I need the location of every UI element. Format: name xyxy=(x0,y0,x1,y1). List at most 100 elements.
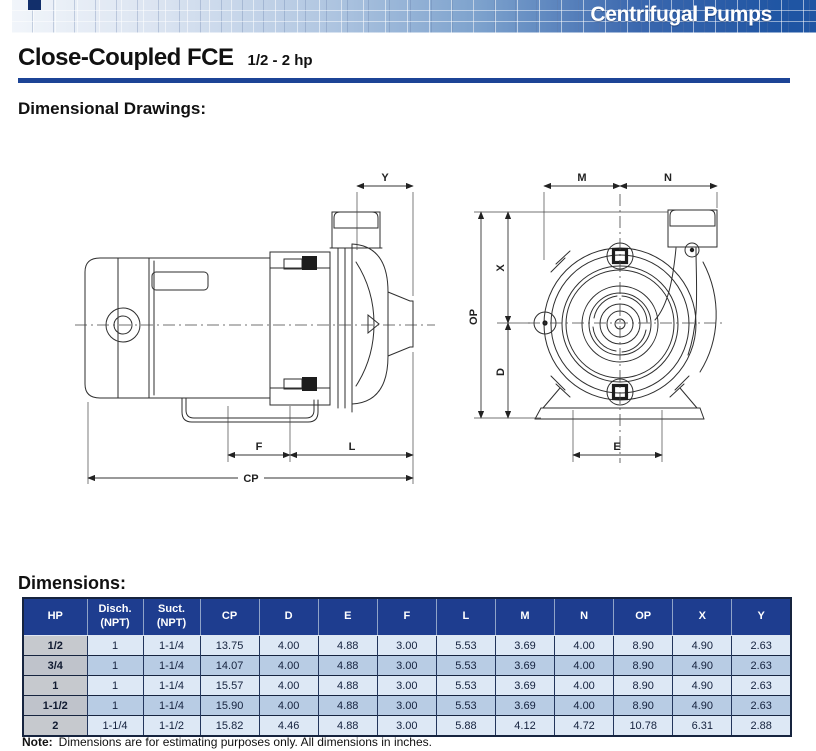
drawings-heading: Dimensional Drawings: xyxy=(18,99,206,118)
table-cell: 5.53 xyxy=(435,635,496,656)
conduit-box-front xyxy=(667,209,718,248)
table-cell: 3.69 xyxy=(494,675,555,696)
table-cell: 4.46 xyxy=(258,715,319,736)
table-cell: 3.00 xyxy=(376,635,437,656)
table-cell: 1-1/4 xyxy=(86,715,143,736)
dim-label-d: D xyxy=(495,368,507,376)
hp-cell: 2 xyxy=(23,715,87,736)
front-view-drawing: M N OP X D E xyxy=(468,172,726,463)
table-cell: 8.90 xyxy=(613,675,673,696)
table-cell: 6.31 xyxy=(672,715,732,736)
table-cell: 2.63 xyxy=(731,695,791,716)
table-cell: 10.78 xyxy=(613,715,673,736)
dim-label-x: X xyxy=(495,264,507,272)
table-cell: 4.00 xyxy=(554,695,614,716)
bolt-top xyxy=(302,256,317,270)
table-cell: 4.00 xyxy=(258,675,319,696)
table-cell: 4.12 xyxy=(494,715,555,736)
column-header: Y xyxy=(731,598,791,636)
table-cell: 3.00 xyxy=(376,675,437,696)
table-cell: 4.88 xyxy=(317,635,378,656)
dim-label-op: OP xyxy=(468,309,480,325)
bolt-bottom xyxy=(302,377,317,391)
table-cell: 4.90 xyxy=(672,655,732,676)
column-header: X xyxy=(672,598,732,636)
column-header: CP xyxy=(199,598,260,636)
table-cell: 1 xyxy=(86,695,143,716)
column-header: OP xyxy=(613,598,673,636)
dim-label-m: M xyxy=(577,172,586,184)
table-cell: 1-1/2 xyxy=(142,715,200,736)
table-cell: 4.90 xyxy=(672,635,732,656)
table-cell: 4.90 xyxy=(672,695,732,716)
column-header: M xyxy=(494,598,555,636)
table-cell: 4.88 xyxy=(317,675,378,696)
dim-label-cp: CP xyxy=(243,473,258,485)
table-cell: 4.00 xyxy=(258,635,319,656)
column-header: D xyxy=(258,598,319,636)
table-cell: 8.90 xyxy=(613,655,673,676)
table-cell: 2.88 xyxy=(731,715,791,736)
table-cell: 2.63 xyxy=(731,655,791,676)
table-cell: 15.82 xyxy=(199,715,260,736)
table-cell: 8.90 xyxy=(613,635,673,656)
hp-cell: 3/4 xyxy=(23,655,87,676)
side-view-drawing: Y F L CP xyxy=(75,172,435,485)
table-cell: 14.07 xyxy=(199,655,260,676)
column-header: F xyxy=(376,598,437,636)
table-cell: 4.00 xyxy=(554,655,614,676)
motor-nameplate xyxy=(151,271,209,291)
table-cell: 8.90 xyxy=(613,695,673,716)
table-cell: 3.00 xyxy=(376,715,437,736)
table-cell: 15.57 xyxy=(199,675,260,696)
conduit-box-side xyxy=(331,211,381,249)
table-cell: 5.88 xyxy=(435,715,496,736)
table-cell: 1-1/4 xyxy=(142,695,200,716)
dim-label-n: N xyxy=(664,172,672,184)
footnote-text: Dimensions are for estimating purposes o… xyxy=(58,735,432,749)
header-banner: Centrifugal Pumps xyxy=(12,0,816,33)
dim-label-f: F xyxy=(256,441,263,453)
dim-label-l: L xyxy=(349,441,356,453)
table-cell: 1-1/4 xyxy=(142,635,200,656)
table-cell: 1-1/4 xyxy=(142,655,200,676)
table-cell: 2.63 xyxy=(731,635,791,656)
table-cell: 4.88 xyxy=(317,655,378,676)
title-rule xyxy=(18,78,790,83)
hp-cell: 1 xyxy=(23,675,87,696)
table-cell: 4.00 xyxy=(554,635,614,656)
table-cell: 4.88 xyxy=(317,695,378,716)
center-marker xyxy=(367,313,380,335)
table-cell: 4.00 xyxy=(554,675,614,696)
model-name: Close-Coupled FCE xyxy=(18,44,234,71)
page-title: Close-Coupled FCE 1/2 - 2 hp xyxy=(18,44,313,72)
table-cell: 3.00 xyxy=(376,695,437,716)
table-cell: 4.72 xyxy=(554,715,614,736)
table-cell: 1 xyxy=(86,675,143,696)
table-cell: 5.53 xyxy=(435,695,496,716)
dim-label-y: Y xyxy=(381,172,389,184)
table-cell: 4.00 xyxy=(258,655,319,676)
power-range: 1/2 - 2 hp xyxy=(247,52,313,69)
column-header: E xyxy=(317,598,378,636)
table-cell: 4.00 xyxy=(258,695,319,716)
footnote-label: Note: xyxy=(22,735,53,749)
column-header: Suct.(NPT) xyxy=(142,598,200,636)
hp-cell: 1-1/2 xyxy=(23,695,87,716)
column-header: Disch.(NPT) xyxy=(86,598,143,636)
footnote: Note: Dimensions are for estimating purpo… xyxy=(22,735,432,749)
table-cell: 3.00 xyxy=(376,655,437,676)
table-cell: 1-1/4 xyxy=(142,675,200,696)
table-cell: 3.69 xyxy=(494,695,555,716)
table-cell: 3.69 xyxy=(494,635,555,656)
table-cell: 4.88 xyxy=(317,715,378,736)
dim-label-e: E xyxy=(613,441,620,453)
table-cell: 15.90 xyxy=(199,695,260,716)
